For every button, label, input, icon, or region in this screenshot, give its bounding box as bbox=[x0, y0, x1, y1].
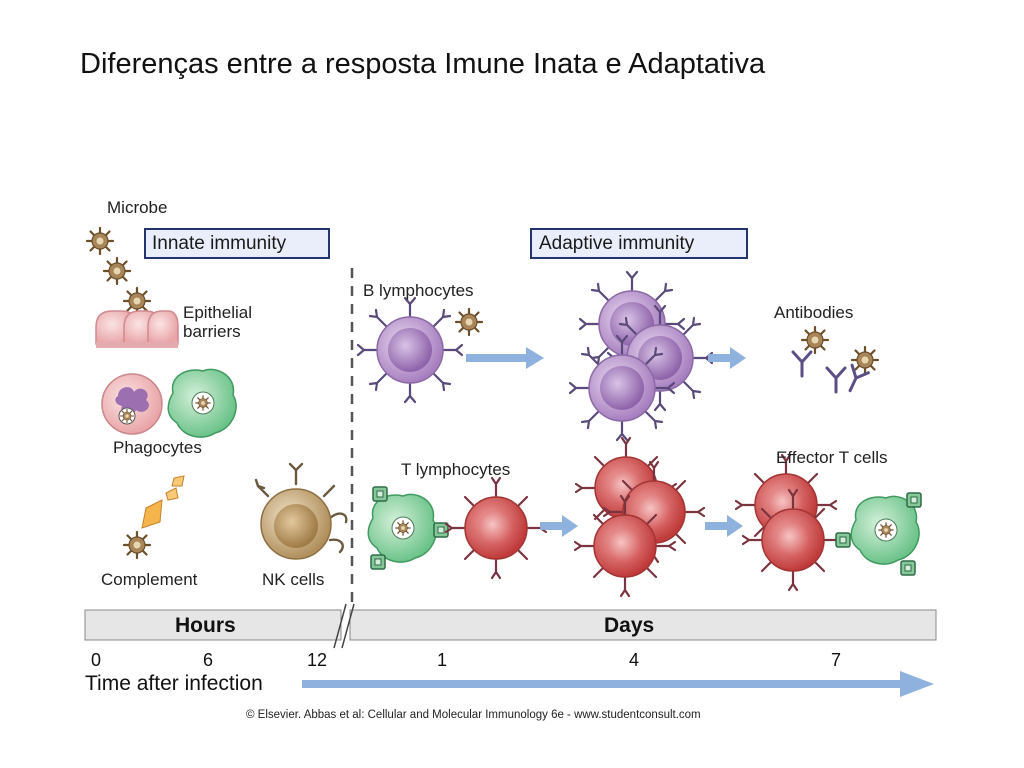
nk-cells-label: NK cells bbox=[262, 570, 325, 589]
innate-immunity-heading: Innate immunity bbox=[144, 228, 330, 259]
epithelial-label: Epithelial bbox=[183, 303, 252, 322]
neutrophil bbox=[101, 373, 163, 435]
barriers-label: barriers bbox=[183, 322, 241, 341]
microbe-label: Microbe bbox=[107, 198, 168, 217]
copyright-notice: © Elsevier. Abbas et al: Cellular and Mo… bbox=[246, 709, 701, 721]
t-lymphocytes-label: T lymphocytes bbox=[401, 460, 511, 479]
tick-6: 6 bbox=[203, 650, 214, 670]
tick-day-7: 7 bbox=[831, 650, 842, 670]
b-lymphocytes-label: B lymphocytes bbox=[363, 281, 474, 300]
epithelial-cells bbox=[95, 310, 179, 348]
nk-cell bbox=[254, 462, 348, 560]
phagocytes-label: Phagocytes bbox=[113, 438, 202, 457]
slide-title: Diferenças entre a resposta Imune Inata … bbox=[80, 48, 766, 80]
complement-label: Complement bbox=[101, 570, 198, 589]
hours-label: Hours bbox=[175, 614, 236, 637]
adaptive-immunity-heading: Adaptive immunity bbox=[530, 228, 748, 259]
tick-0: 0 bbox=[91, 650, 102, 670]
antibodies-label: Antibodies bbox=[774, 303, 854, 322]
days-label: Days bbox=[604, 614, 655, 637]
tick-12: 12 bbox=[307, 650, 328, 670]
complement-fragments bbox=[141, 475, 185, 529]
time-after-infection-label: Time after infection bbox=[85, 672, 263, 695]
tick-day-1: 1 bbox=[437, 650, 448, 670]
effector-t-cells-label: Effector T cells bbox=[776, 448, 888, 467]
tick-day-4: 4 bbox=[629, 650, 640, 670]
